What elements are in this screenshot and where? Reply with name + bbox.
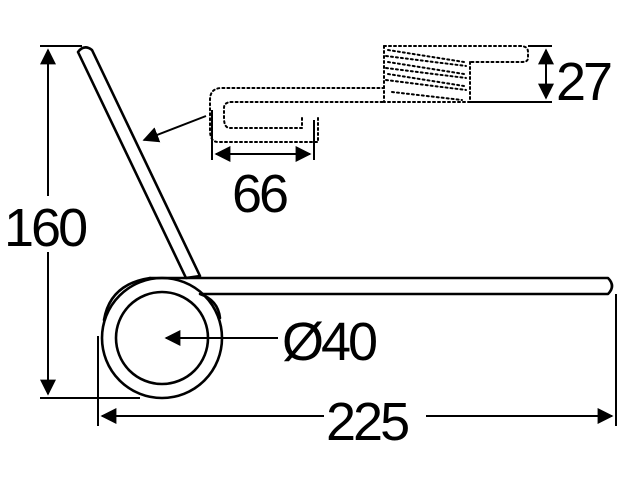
side-view-inset	[209, 45, 529, 143]
height-dimension	[6, 45, 140, 399]
tine-upper-arm	[76, 46, 202, 280]
length-dimension	[97, 294, 617, 446]
offset-width-dimension	[211, 110, 315, 162]
tine-lower-arm	[102, 276, 614, 322]
inset-leader-arrow	[142, 115, 207, 143]
height-label: 160	[4, 198, 86, 258]
coil-width-dimension	[470, 45, 554, 103]
length-label: 225	[326, 392, 408, 452]
coil-width-label: 27	[556, 52, 611, 112]
offset-width-label: 66	[232, 164, 287, 224]
coil-diameter-label: Ø40	[282, 312, 376, 372]
